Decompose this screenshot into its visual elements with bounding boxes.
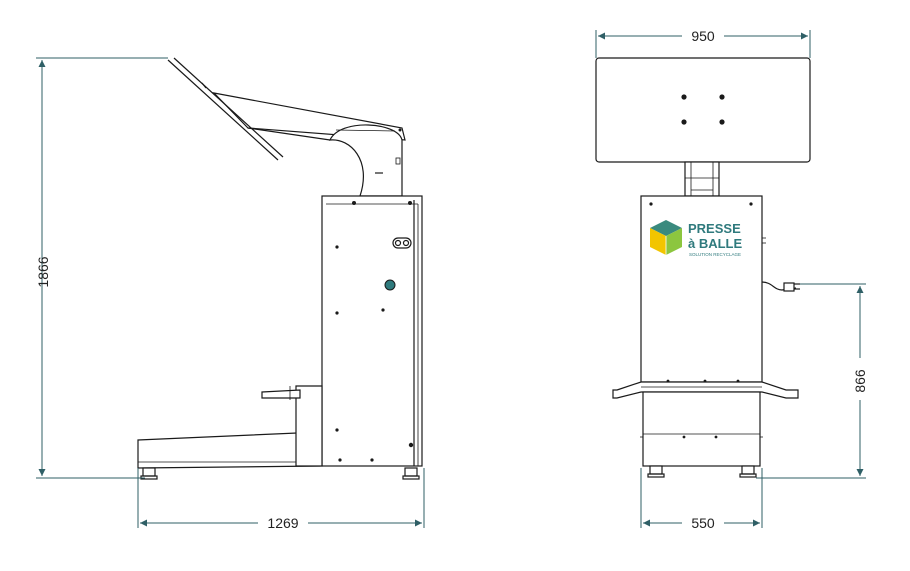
dim-550-label: 550 <box>691 515 715 531</box>
front-lower-cabinet <box>640 391 763 467</box>
side-view <box>137 57 423 480</box>
dimension-width-front-base: 550 <box>640 468 763 531</box>
front-top-panel <box>595 57 811 163</box>
presse-a-balle-logo: PRESSE à BALLE SOLUTION RECYCLAGE <box>650 220 743 257</box>
dimension-width-side: 1269 <box>137 468 425 531</box>
side-base <box>137 385 323 469</box>
dimension-height-side: 1866 <box>35 57 168 479</box>
front-view: PRESSE à BALLE SOLUTION RECYCLAGE <box>595 57 811 478</box>
dimension-width-front-top: 950 <box>595 28 811 58</box>
logo-line2: à BALLE <box>688 236 743 251</box>
dimension-height-front: 866 <box>756 283 868 479</box>
logo-line1: PRESSE <box>688 221 741 236</box>
front-connector <box>761 281 800 292</box>
dim-866-label: 866 <box>852 369 868 393</box>
dim-1866-label: 1866 <box>35 256 51 287</box>
dim-950-label: 950 <box>691 28 715 44</box>
side-feet <box>140 467 420 480</box>
side-lid <box>167 57 406 197</box>
dim-1269-label: 1269 <box>267 515 298 531</box>
front-feet <box>647 465 757 478</box>
logo-tagline: SOLUTION RECYCLAGE <box>689 252 741 257</box>
front-tray <box>612 379 799 399</box>
front-neck <box>684 161 720 197</box>
side-body <box>321 195 423 467</box>
